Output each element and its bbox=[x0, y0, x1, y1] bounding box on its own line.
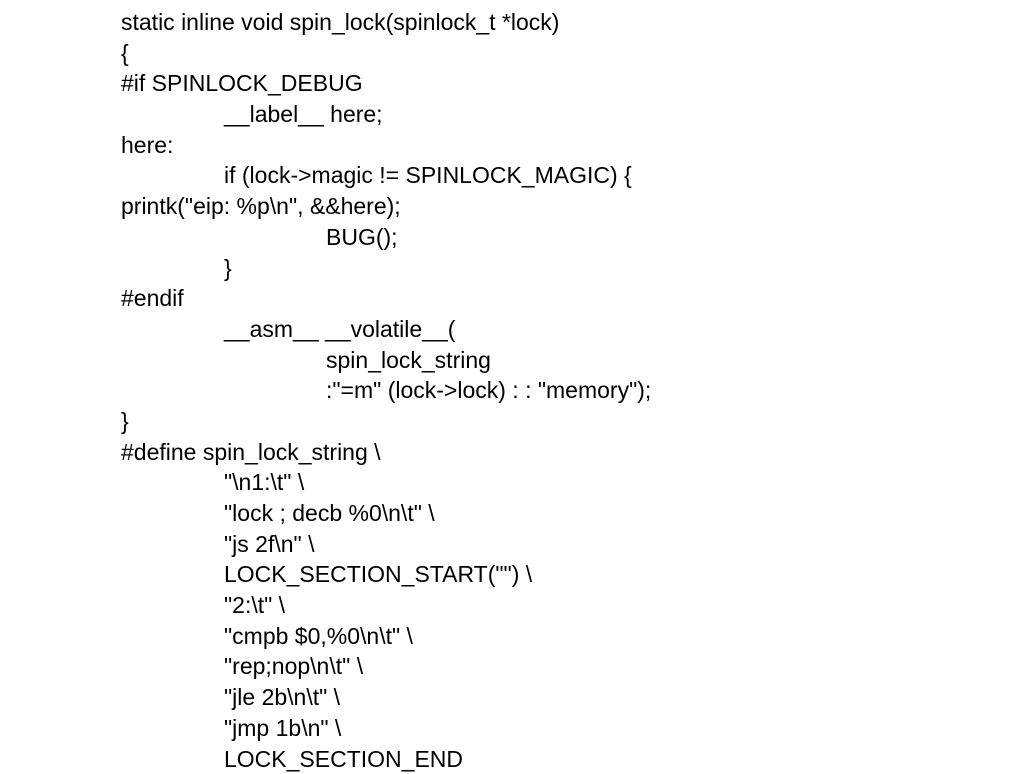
code-line: printk("eip: %p\n", &&here); bbox=[121, 191, 651, 222]
code-line: #if SPINLOCK_DEBUG bbox=[121, 68, 651, 99]
code-line: "lock ; decb %0\n\t" \ bbox=[121, 498, 651, 529]
code-line: LOCK_SECTION_END bbox=[121, 744, 651, 774]
code-line: "cmpb $0,%0\n\t" \ bbox=[121, 621, 651, 652]
code-line: #define spin_lock_string \ bbox=[121, 437, 651, 468]
code-line: if (lock->magic != SPINLOCK_MAGIC) { bbox=[121, 160, 651, 191]
code-line: here: bbox=[121, 130, 651, 161]
code-line: { bbox=[121, 38, 651, 69]
code-line: static inline void spin_lock(spinlock_t … bbox=[121, 7, 651, 38]
code-line: "js 2f\n" \ bbox=[121, 529, 651, 560]
code-line: "jmp 1b\n" \ bbox=[121, 713, 651, 744]
code-line: :"=m" (lock->lock) : : "memory"); bbox=[121, 375, 651, 406]
code-line: "2:\t" \ bbox=[121, 590, 651, 621]
code-line: BUG(); bbox=[121, 222, 651, 253]
code-line: "jle 2b\n\t" \ bbox=[121, 682, 651, 713]
code-line: LOCK_SECTION_START("") \ bbox=[121, 559, 651, 590]
code-listing: static inline void spin_lock(spinlock_t … bbox=[121, 7, 651, 774]
code-line: "rep;nop\n\t" \ bbox=[121, 651, 651, 682]
code-line: __label__ here; bbox=[121, 99, 651, 130]
code-line: __asm__ __volatile__( bbox=[121, 314, 651, 345]
code-line: "\n1:\t" \ bbox=[121, 467, 651, 498]
code-line: spin_lock_string bbox=[121, 345, 651, 376]
code-line: #endif bbox=[121, 283, 651, 314]
code-line: } bbox=[121, 253, 651, 284]
code-line: } bbox=[121, 406, 651, 437]
